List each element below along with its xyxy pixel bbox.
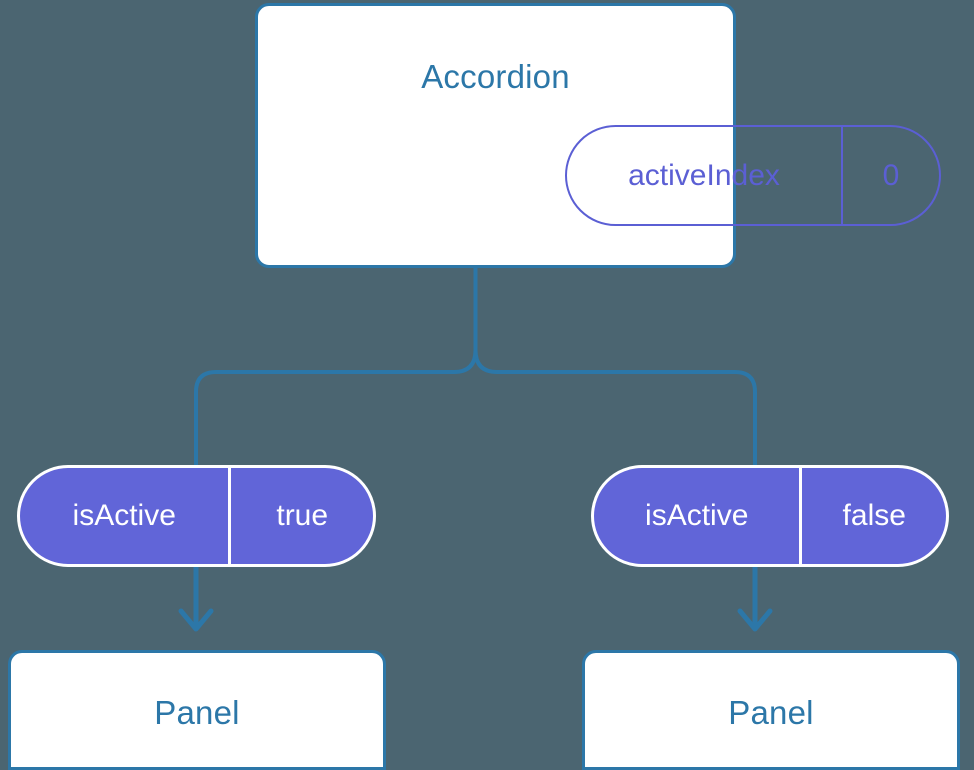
prop-pill-value: false — [842, 499, 906, 532]
component-title-panel-left: Panel — [154, 694, 240, 731]
prop-pill-isactive-true[interactable]: isActive true — [17, 465, 376, 567]
connector-branch-right — [473, 348, 757, 467]
prop-pill-key: isActive — [20, 468, 232, 564]
component-card-accordion[interactable]: Accordion activeIndex 0 — [255, 3, 941, 268]
state-pill-activeindex[interactable]: activeIndex 0 — [565, 125, 941, 226]
component-card-panel-left[interactable]: Panel — [8, 650, 386, 770]
component-title-accordion: Accordion — [421, 58, 570, 95]
prop-pill-value: true — [276, 499, 329, 532]
prop-pill-isactive-false[interactable]: isActive false — [591, 465, 949, 567]
arrow-head-right — [737, 608, 773, 632]
state-pill-value: 0 — [882, 158, 900, 192]
arrow-head-left — [178, 608, 214, 632]
prop-pill-key: isActive — [594, 468, 803, 564]
component-card-panel-right[interactable]: Panel — [582, 650, 960, 770]
component-title-panel-right: Panel — [728, 694, 814, 731]
state-pill-key: activeIndex — [567, 127, 844, 224]
connector-branch-left — [194, 348, 478, 467]
